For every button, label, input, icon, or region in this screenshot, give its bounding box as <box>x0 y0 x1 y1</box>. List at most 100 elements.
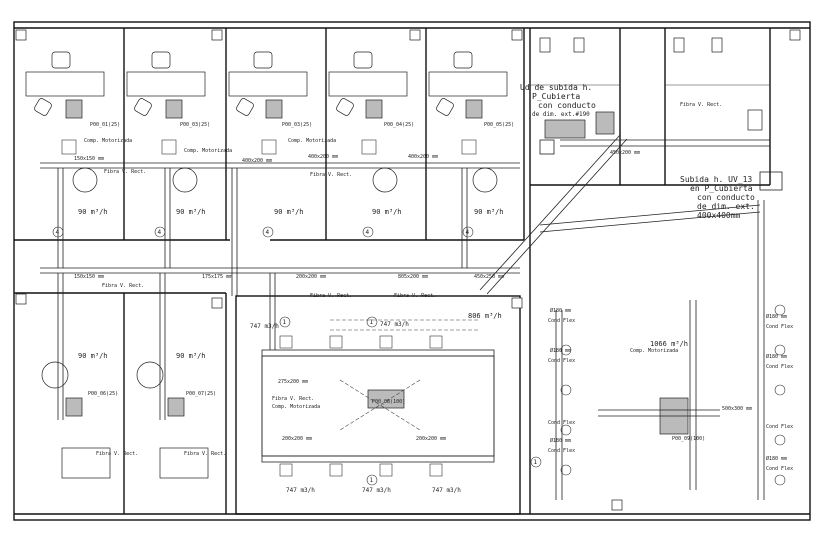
node-label: 1 <box>370 477 374 484</box>
unit-tag: P00_06(25) <box>88 391 118 397</box>
flex-duct-label: Cond Flex <box>548 448 575 454</box>
diam-label: Ø180 mm <box>550 437 571 444</box>
flow-label: 90 m³/h <box>474 208 504 216</box>
duct-material: Fibra V. Rect. <box>102 283 144 289</box>
unit-tag: P00_01(25) <box>90 122 120 128</box>
damper-label: Comp. Motorizada <box>84 138 132 144</box>
indoor-unit <box>544 119 586 139</box>
label-subida-uv13: 400x400mm <box>697 211 741 220</box>
flex-duct-label: Cond Flex <box>766 324 793 330</box>
duct-size: 400x200 mm <box>308 154 338 160</box>
node-label: 4 <box>56 229 60 236</box>
flow-label: 747 m3/h <box>362 487 391 494</box>
duct-material: Fibra V. Rect. <box>310 172 352 178</box>
duct-material: Fibra V. Rect. <box>680 102 722 108</box>
unit-tag: P00_08(100) <box>372 399 405 405</box>
flex-duct-label: Cond Flex <box>548 358 575 364</box>
unit-tag: P00_05(25) <box>484 122 514 128</box>
diam-label: Ø180 mm <box>766 353 787 360</box>
duct-material: Fibra V. Rect. <box>104 169 146 175</box>
duct-size: 200x200 mm <box>416 436 446 442</box>
flow-label: 1066 m³/h <box>650 340 688 348</box>
node-markers: 4 4 4 4 4 1 1 1 1 <box>52 226 542 486</box>
label-subida-uv13: en P_Cubierta <box>690 184 753 193</box>
unit-tag: P00_07(25) <box>186 391 216 397</box>
duct-size: 200x200 mm <box>282 436 312 442</box>
duct-size: 150x150 mm <box>74 274 104 280</box>
flow-label: 90 m³/h <box>176 352 206 360</box>
duct-material: Fibra V. Rect. <box>310 293 352 299</box>
duct-material: Fibra V. Rect. <box>272 396 314 402</box>
flex-duct-label: Cond Flex <box>766 364 793 370</box>
duct-material: Fibra V. Rect. <box>184 451 226 457</box>
label-subida-uv13: con conducto <box>697 193 755 202</box>
diam-label: Ø180 mm <box>766 455 787 462</box>
flow-label: 806 m³/h <box>468 312 502 320</box>
damper-label: Comp. Motorizada <box>272 404 320 410</box>
node-label: 4 <box>366 229 370 236</box>
indoor-unit <box>465 99 483 119</box>
damper-label: Comp. Motorizada <box>184 148 232 154</box>
annotations: Ud de subida h. P_Cubierta con conducto … <box>74 83 793 494</box>
flow-label: 90 m³/h <box>78 352 108 360</box>
label-ud-subida: con conducto <box>538 101 596 110</box>
duct-size: 450x200 mm <box>610 150 640 156</box>
node-label: 4 <box>266 229 270 236</box>
diam-label: Ø180 mm <box>550 307 571 314</box>
flow-label: 90 m³/h <box>78 208 108 216</box>
label-ud-subida: Ud de subida h. <box>520 83 592 92</box>
duct-size: 450x250 mm <box>474 274 504 280</box>
label-subida-uv13: Subida h. UV_13 <box>680 175 752 184</box>
duct-size: 200x200 mm <box>296 274 326 280</box>
label-ud-subida: de dim. ext.#190 <box>532 111 590 118</box>
damper-label: Comp. Motorizada <box>630 348 678 354</box>
indoor-unit <box>367 389 405 409</box>
node-label: 1 <box>370 319 374 326</box>
flow-label: 90 m³/h <box>274 208 304 216</box>
unit-tag: P00_04(25) <box>384 122 414 128</box>
unit-tag: P00_09(100) <box>672 436 705 442</box>
duct-size: 175x175 mm <box>202 274 232 280</box>
duct-size: 500x300 mm <box>722 406 752 412</box>
duct-size: 400x200 mm <box>242 158 272 164</box>
indoor-unit <box>65 397 83 417</box>
indoor-unit <box>65 99 83 119</box>
flow-label: 747 m3/h <box>380 321 409 328</box>
flow-label: 747 m3/h <box>286 487 315 494</box>
diam-label: Ø180 mm <box>550 347 571 354</box>
flex-duct-label: Cond Flex <box>766 466 793 472</box>
duct-network <box>40 134 783 500</box>
node-label: 4 <box>466 229 470 236</box>
flex-duct-label: Cond Flex <box>548 318 575 324</box>
node-label: 4 <box>158 229 162 236</box>
flow-label: 90 m³/h <box>176 208 206 216</box>
duct-size: 400x200 mm <box>408 154 438 160</box>
flow-label: 90 m³/h <box>372 208 402 216</box>
duct-size: 805x200 mm <box>398 274 428 280</box>
flex-duct-label: Cond Flex <box>548 420 575 426</box>
diffusers <box>61 139 786 486</box>
indoor-unit <box>165 99 183 119</box>
indoor-unit <box>365 99 383 119</box>
label-subida-uv13: de dim. ext. <box>697 202 755 211</box>
flow-label: 747 m3/h <box>432 487 461 494</box>
node-label: 1 <box>283 319 287 326</box>
duct-material: Fibra V. Rect. <box>96 451 138 457</box>
indoor-unit <box>265 99 283 119</box>
duct-size: 275x200 mm <box>278 379 308 385</box>
indoor-unit <box>167 397 185 417</box>
unit-tag: P00_03(25) <box>282 122 312 128</box>
building-walls <box>13 21 811 521</box>
duct-size: 150x150 mm <box>74 156 104 162</box>
indoor-unit <box>595 111 615 135</box>
flow-label: 747 m3/h <box>250 323 279 330</box>
node-label: 1 <box>534 459 538 466</box>
flex-duct-label: Cond Flex <box>766 424 793 430</box>
unit-tag: P00_03(25) <box>180 122 210 128</box>
duct-material: Fibra V. Rect. <box>394 293 436 299</box>
damper-label: Comp. Motorizada <box>288 138 336 144</box>
diam-label: Ø180 mm <box>766 313 787 320</box>
office-furniture <box>25 37 763 479</box>
label-ud-subida: P_Cubierta <box>532 92 580 101</box>
